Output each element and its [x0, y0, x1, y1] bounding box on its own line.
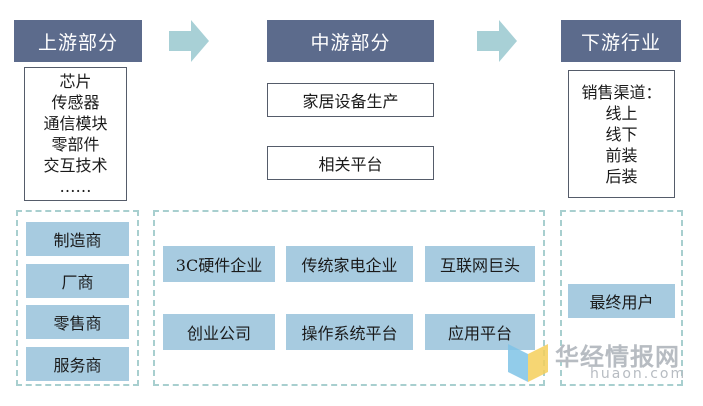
company-chip: 创业公司 — [163, 314, 275, 350]
arrow-right-icon — [477, 20, 517, 62]
upstream-title: 上游部分 — [37, 31, 118, 54]
company-chip: 互联网巨头 — [425, 246, 535, 282]
channel-item: 前装 — [605, 145, 638, 165]
role-chip: 零售商 — [26, 305, 129, 339]
upstream-item: 芯片 — [59, 72, 92, 91]
downstream-channels-box: 销售渠道： 线上 线下 前装 后装 — [568, 70, 675, 198]
role-chip: 厂商 — [26, 264, 129, 298]
end-user-chip: 最终用户 — [568, 284, 675, 318]
company-chip: 传统家电企业 — [286, 246, 413, 282]
midstream-box-production: 家居设备生产 — [267, 83, 434, 117]
upstream-item: 通信模块 — [43, 114, 108, 133]
channel-item: 线下 — [605, 124, 638, 144]
channel-item: 线上 — [605, 103, 638, 123]
upstream-header: 上游部分 — [14, 20, 142, 62]
midstream-companies-container — [153, 210, 545, 386]
company-chip: 操作系统平台 — [286, 314, 413, 350]
midstream-box-platform: 相关平台 — [267, 146, 434, 180]
upstream-item: 交互技术 — [43, 156, 108, 175]
role-chip: 服务商 — [26, 347, 129, 381]
role-chip: 制造商 — [26, 222, 129, 256]
company-chip: 应用平台 — [425, 314, 535, 350]
channel-item: 后装 — [605, 166, 638, 186]
huaon-logo-icon — [508, 344, 548, 382]
watermark-url: huaon.com — [590, 366, 687, 382]
upstream-item: 零部件 — [51, 135, 100, 154]
upstream-item: 传感器 — [51, 93, 100, 112]
midstream-header: 中游部分 — [267, 20, 434, 62]
arrow-right-icon — [169, 20, 209, 62]
channel-title: 销售渠道： — [581, 82, 662, 102]
upstream-items-box: 芯片 传感器 通信模块 零部件 交互技术 …… — [24, 67, 127, 201]
watermark-cn: 华经情报网 — [555, 343, 680, 371]
downstream-header: 下游行业 — [561, 20, 681, 62]
midstream-title: 中游部分 — [310, 31, 391, 54]
upstream-item: …… — [59, 177, 92, 196]
downstream-title: 下游行业 — [580, 31, 661, 54]
company-chip: 3C硬件企业 — [163, 246, 275, 282]
